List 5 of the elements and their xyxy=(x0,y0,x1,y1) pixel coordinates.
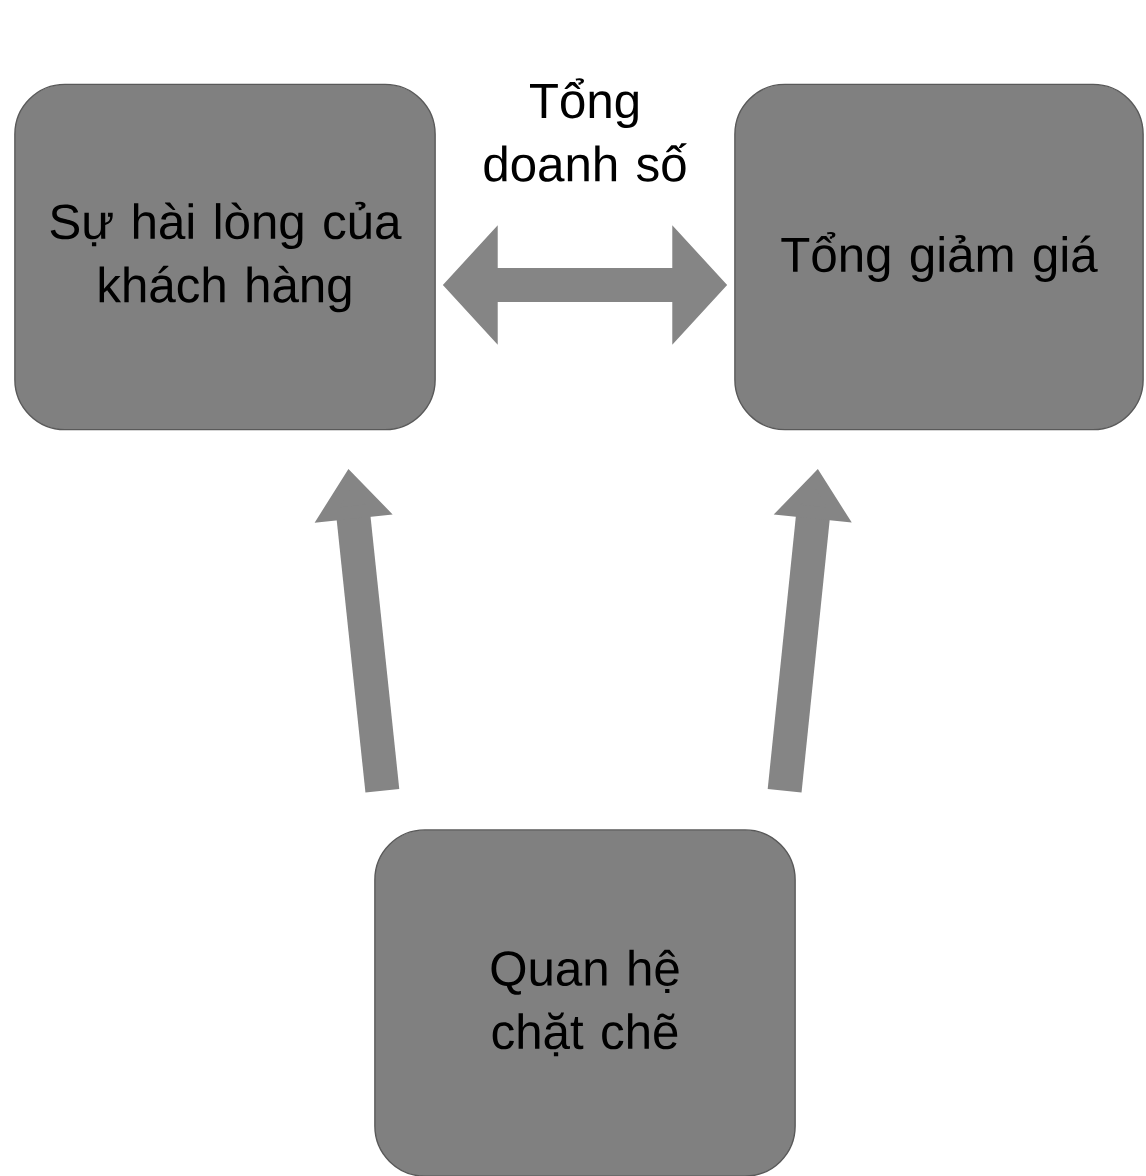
process-box: Tổng giảm giá xyxy=(734,83,1144,431)
edge-label: Tổng doanh số xyxy=(458,66,712,194)
process-box: Sự hài lòng của khách hàng xyxy=(14,83,436,431)
process-box: Quan hệ chặt chẽ xyxy=(374,829,796,1176)
block-arrow xyxy=(442,225,728,345)
